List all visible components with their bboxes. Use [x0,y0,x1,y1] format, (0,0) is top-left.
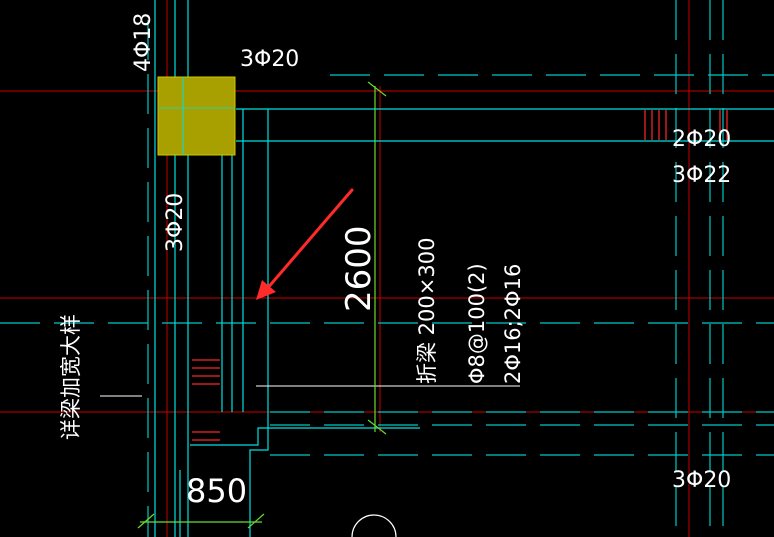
label-right-rebar-upper: 2Φ20 [672,127,731,152]
step-line-lower [249,440,269,537]
dim-v-tick-bottom [367,419,387,435]
label-right-rebar-bottom: 3Φ20 [672,468,731,493]
label-col-rebar-vertical: 4Φ18 [131,13,156,72]
label-right-rebar-lower: 3Φ22 [672,163,731,188]
hatch-marks-left [192,359,220,441]
red-arrow-icon [256,188,354,300]
arrow-head [256,280,276,300]
dimension-bottom [137,513,265,529]
label-beam-line1: 折梁 200×300 [415,238,439,384]
step-line [190,427,420,446]
label-top-rebar: 3Φ20 [240,47,299,72]
axis-bubble-partial [351,514,397,537]
dimension-vertical [367,81,387,435]
label-beam-line3: 2Φ16;2Φ16 [501,264,525,384]
hatch-marks-right [644,110,728,140]
column-block [157,76,236,156]
label-dimension-vertical: 2600 [339,225,379,312]
label-note-vertical: 详梁加宽大样 [59,314,83,440]
arrow-shaft [264,188,354,292]
label-beam-line2: Φ8@100(2) [465,263,489,384]
dim-v-tick-top [367,81,387,97]
dim-h-tick-right [247,513,265,529]
label-dimension-bottom: 850 [186,472,247,510]
dim-h-tick-left [137,513,155,529]
label-left-rebar-vertical: 3Φ20 [163,193,188,252]
solid-beam-lines [154,0,774,537]
